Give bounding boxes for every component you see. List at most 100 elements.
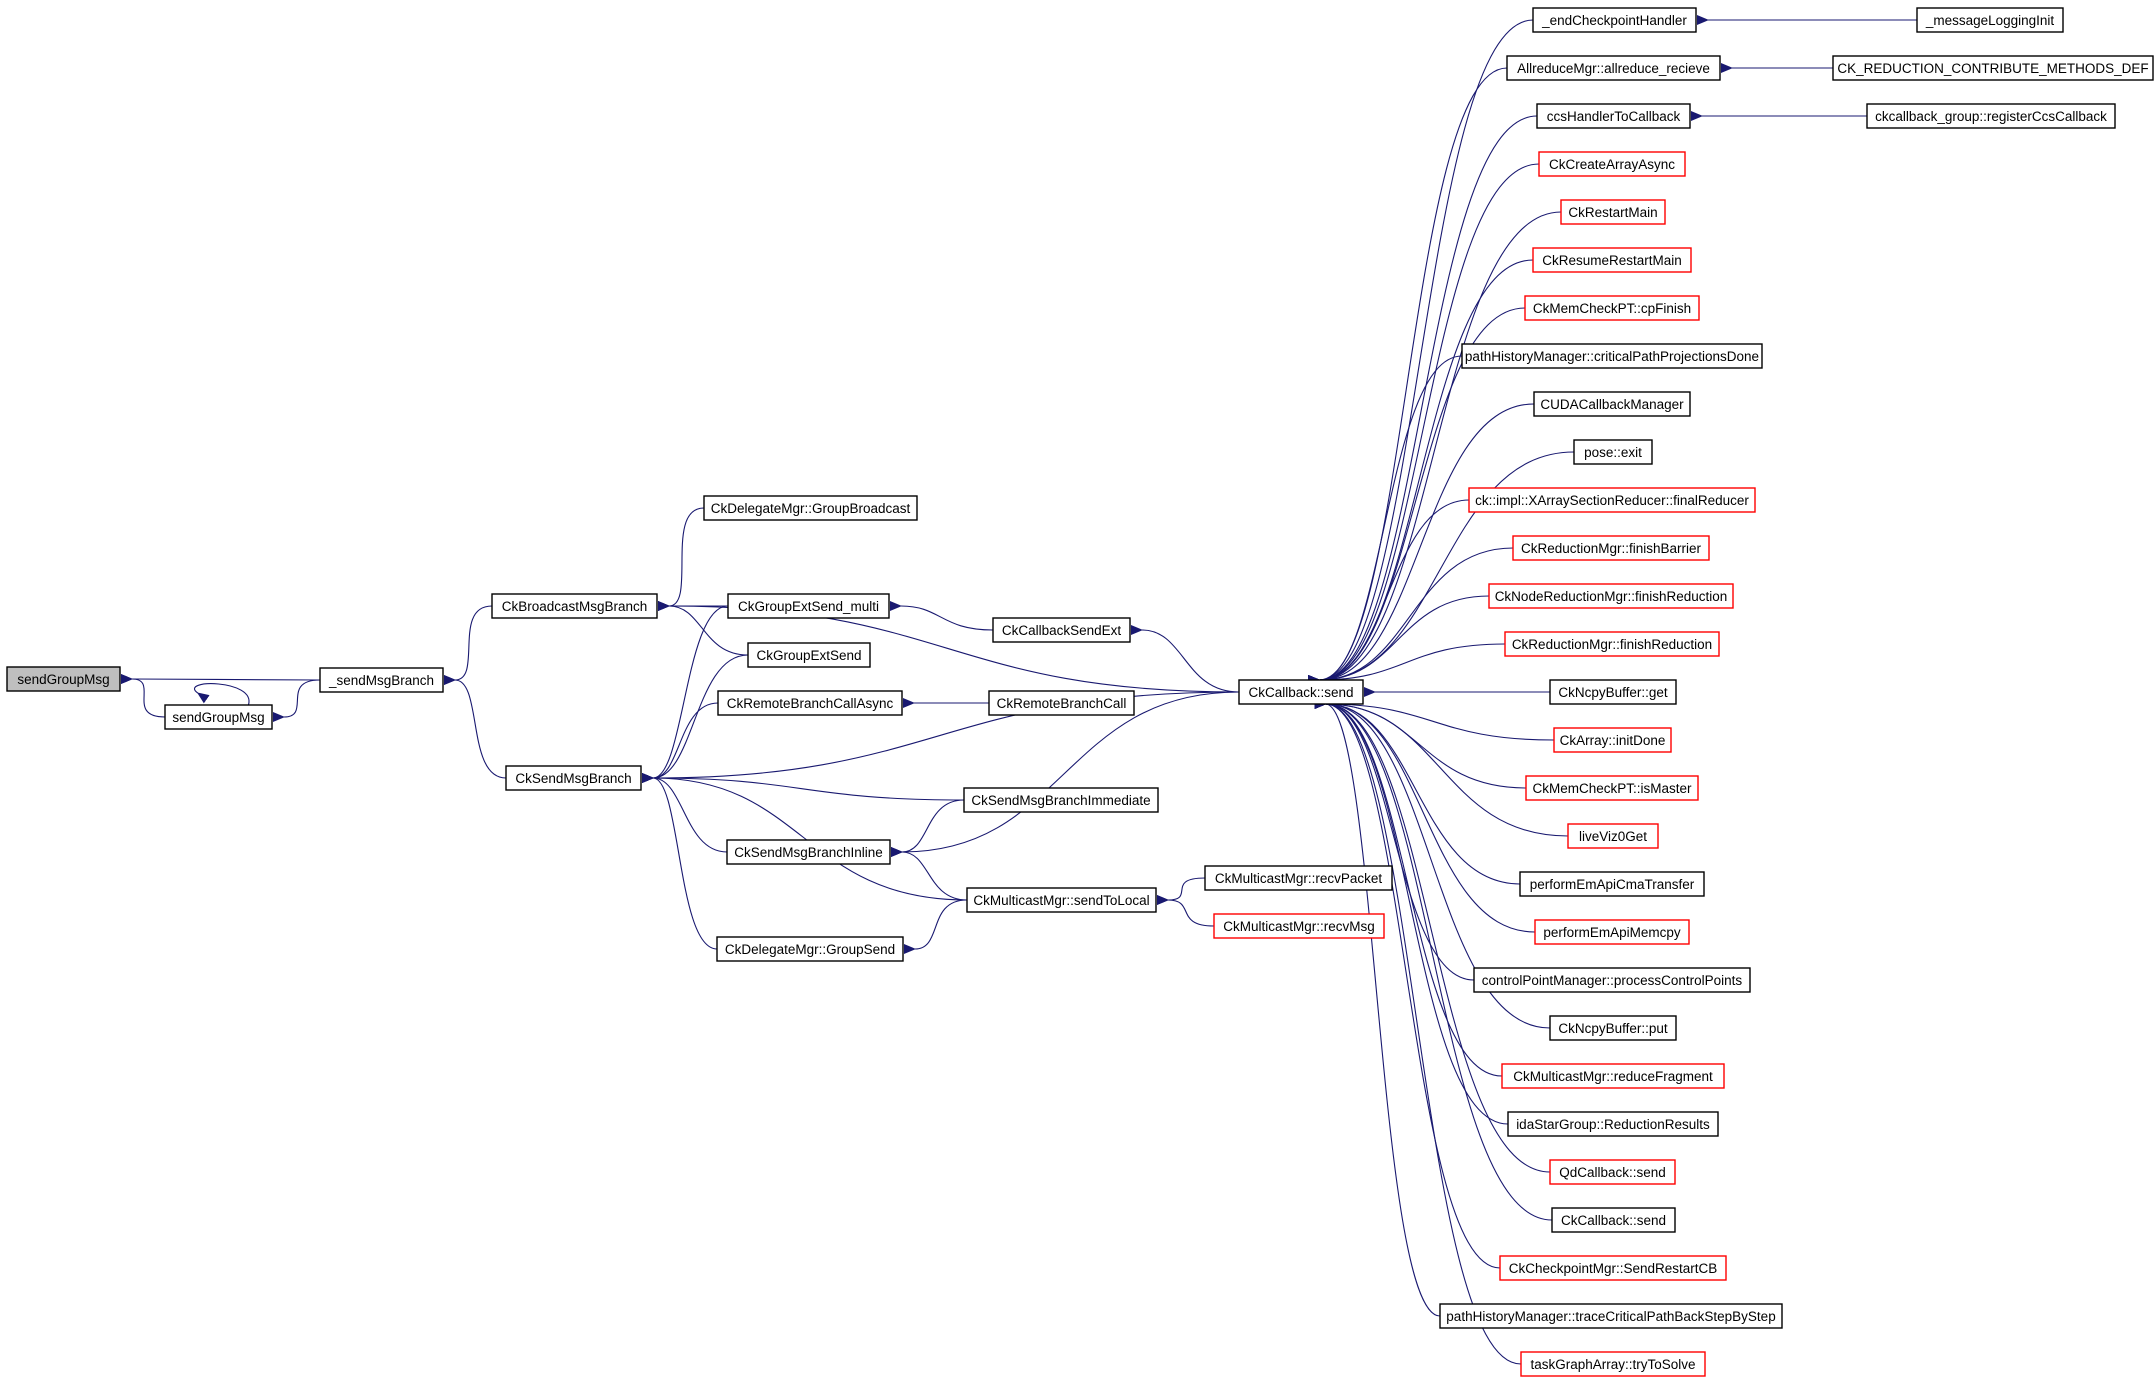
node-label: pose::exit [1584,445,1642,460]
node-taskgrapharray-trytosolve[interactable]: taskGraphArray::tryToSolve [1520,1351,1706,1377]
node-ckcheckpointmgr-sendrestartcb[interactable]: CkCheckpointMgr::SendRestartCB [1499,1255,1727,1281]
node-box [1525,775,1699,801]
node-ckmulticastmgr-recvpacket[interactable]: CkMulticastMgr::recvPacket [1204,865,1393,891]
node-ck-reduction-contribute-methods-def[interactable]: CK_REDUCTION_CONTRIBUTE_METHODS_DEF [1832,55,2154,81]
edge-cksendmsgbranch-to-ckremotebranchcallasync [641,702,719,784]
node-box [1238,679,1364,705]
node-box [1560,199,1666,225]
node-messagelogginginit[interactable]: _messageLoggingInit [1916,7,2064,33]
edge-ckcallback-send-main-to-pathhistorymanager-criticalpathprojectionsdone [1308,355,1463,686]
edge-line [1314,698,1509,1125]
edge-sendgroupmsg-to-sendgroupmsg [194,683,250,706]
node-ckcallback-send-main[interactable]: CkCallback::send [1238,679,1364,705]
node-idastargroup-reductionresults[interactable]: idaStarGroup::ReductionResults [1507,1111,1719,1137]
node-cksendmsgbranchimmediate[interactable]: CkSendMsgBranchImmediate [963,787,1159,813]
node-label: ckcallback_group::registerCcsCallback [1875,109,2107,124]
node-label: CkRemoteBranchCallAsync [727,696,894,711]
node-cudacallbackmanager[interactable]: CUDACallbackManager [1533,391,1691,417]
edge-line [641,772,965,801]
node-sendgroupmsg[interactable]: sendGroupMsg [164,704,273,730]
node-label: controlPointManager::processControlPoint… [1482,973,1743,988]
node-label: CkCallback::send [1561,1213,1666,1228]
node-ckmemcheckpt-ismaster[interactable]: CkMemCheckPT::isMaster [1525,775,1699,801]
node-label: liveViz0Get [1579,829,1647,844]
edge-line [1314,698,1553,1221]
node-pathhistorymanager-criticalpathprojectionsdone[interactable]: pathHistoryManager::criticalPathProjecti… [1461,343,1763,369]
node-ckdelegatemgr-groupbroadcast[interactable]: CkDelegateMgr::GroupBroadcast [703,495,918,521]
node-ckcreatearrayasync[interactable]: CkCreateArrayAsync [1538,151,1686,177]
node-label: CkGroupExtSend [756,648,861,663]
node-label: CkNcpyBuffer::get [1558,685,1668,700]
edge-line [1308,403,1535,686]
node-performemapimemcpy[interactable]: performEmApiMemcpy [1534,919,1690,945]
node-ckmulticastmgr-recvmsg[interactable]: CkMulticastMgr::recvMsg [1213,913,1385,939]
node-box [1549,1159,1676,1185]
node-qdcallback-send[interactable]: QdCallback::send [1549,1159,1676,1185]
node-label: CkBroadcastMsgBranch [502,599,648,614]
edge-cksendmsgbranchinline-to-ckcallback-send-main [890,691,1240,858]
node-ckreductionmgr-finishbarrier[interactable]: CkReductionMgr::finishBarrier [1512,535,1710,561]
node-box [1439,1303,1783,1329]
node-ckcallback-group-registerccscallback[interactable]: ckcallback_group::registerCcsCallback [1866,103,2116,129]
node-label: CkDelegateMgr::GroupSend [725,942,895,957]
node-label: CkMulticastMgr::recvPacket [1215,871,1383,886]
node-sendmsgbranch[interactable]: _sendMsgBranch [319,667,444,693]
node-ckrestartmain[interactable]: CkRestartMain [1560,199,1666,225]
node-ckresumerestartmain[interactable]: CkResumeRestartMain [1532,247,1692,273]
node-ckremotebranchcallasync[interactable]: CkRemoteBranchCallAsync [717,690,903,716]
edge-cksendmsgbranch-to-ckmulticastmgr-sendtolocal [641,772,968,901]
node-label: AllreduceMgr::allreduce_recieve [1517,61,1710,76]
node-ckmemcheckpt-cpfinish[interactable]: CkMemCheckPT::cpFinish [1524,295,1700,321]
edge-line [1314,698,1501,1269]
node-ckncpybuffer-put[interactable]: CkNcpyBuffer::put [1549,1015,1677,1041]
edge-ckcallback-send-main-to-ckreductionmgr-finishreduction [1308,643,1506,686]
node-label: pathHistoryManager::traceCriticalPathBac… [1446,1309,1775,1324]
edge-line [1314,698,1555,741]
node-ckcallbacksendext[interactable]: CkCallbackSendExt [992,617,1131,643]
edges-layer [120,15,1917,1365]
node-controlpointmanager-processcontrolpoints[interactable]: controlPointManager::processControlPoint… [1473,967,1751,993]
edge-line [1156,894,1215,927]
node-ckdelegatemgr-groupsend[interactable]: CkDelegateMgr::GroupSend [716,936,904,962]
node-box [1551,1207,1676,1233]
edge-line [1308,19,1534,686]
node-box [1488,583,1734,609]
node-ckmulticastmgr-sendtolocal[interactable]: CkMulticastMgr::sendToLocal [966,887,1157,913]
edge-line [889,600,994,631]
node-label: CkResumeRestartMain [1542,253,1682,268]
node-liveviz0get[interactable]: liveViz0Get [1567,823,1659,849]
node-ckremotebranchcall[interactable]: CkRemoteBranchCall [988,690,1135,716]
node-box [1532,247,1692,273]
node-ckcallback-send-2[interactable]: CkCallback::send [1551,1207,1676,1233]
node-label: performEmApiMemcpy [1543,925,1681,940]
node-cknodereductionmgr-finishreduction[interactable]: CkNodeReductionMgr::finishReduction [1488,583,1734,609]
node-ckgroupextsend-multi[interactable]: CkGroupExtSend_multi [727,593,890,619]
node-ckgroupextsend[interactable]: CkGroupExtSend [747,642,871,668]
node-ckmulticastmgr-reducefragment[interactable]: CkMulticastMgr::reduceFragment [1501,1063,1725,1089]
edge-line [120,673,321,684]
node-endcheckpointhandler[interactable]: _endCheckpointHandler [1532,7,1697,33]
node-box [1473,967,1751,993]
node-label: CkCallbackSendExt [1002,623,1122,638]
node-pose-exit[interactable]: pose::exit [1573,439,1653,465]
node-cksendmsgbranch[interactable]: CkSendMsgBranch [505,765,642,791]
node-box [319,667,444,693]
node-ck-impl-xarraysectionreducer-finalreducer[interactable]: ck::impl::XArraySectionReducer::finalRed… [1468,487,1756,513]
node-ccshandlertocallback[interactable]: ccsHandlerToCallback [1536,103,1691,129]
node-cksendmsgbranchinline[interactable]: CkSendMsgBranchInline [726,839,891,865]
node-ckarray-initdone[interactable]: CkArray::initDone [1553,727,1672,753]
node-label: sendGroupMsg [172,710,264,725]
node-ckreductionmgr-finishreduction[interactable]: CkReductionMgr::finishReduction [1504,631,1720,657]
node-label: CkMulticastMgr::recvMsg [1223,919,1375,934]
node-label: CkMulticastMgr::sendToLocal [973,893,1149,908]
node-ckbroadcastmsgbranch[interactable]: CkBroadcastMsgBranch [491,593,658,619]
node-allreducemgr-allreduce-recieve[interactable]: AllreduceMgr::allreduce_recieve [1506,55,1721,81]
node-ckncpybuffer-get[interactable]: CkNcpyBuffer::get [1549,679,1677,705]
node-pathhistorymanager-tracecriticalpathbackstepbystep[interactable]: pathHistoryManager::traceCriticalPathBac… [1439,1303,1783,1329]
node-label: CkArray::initDone [1560,733,1666,748]
node-box [1538,151,1686,177]
node-label: CkRestartMain [1568,205,1657,220]
node-label: sendGroupMsg [17,672,109,687]
node-performemapicmatransfer[interactable]: performEmApiCmaTransfer [1519,871,1705,897]
